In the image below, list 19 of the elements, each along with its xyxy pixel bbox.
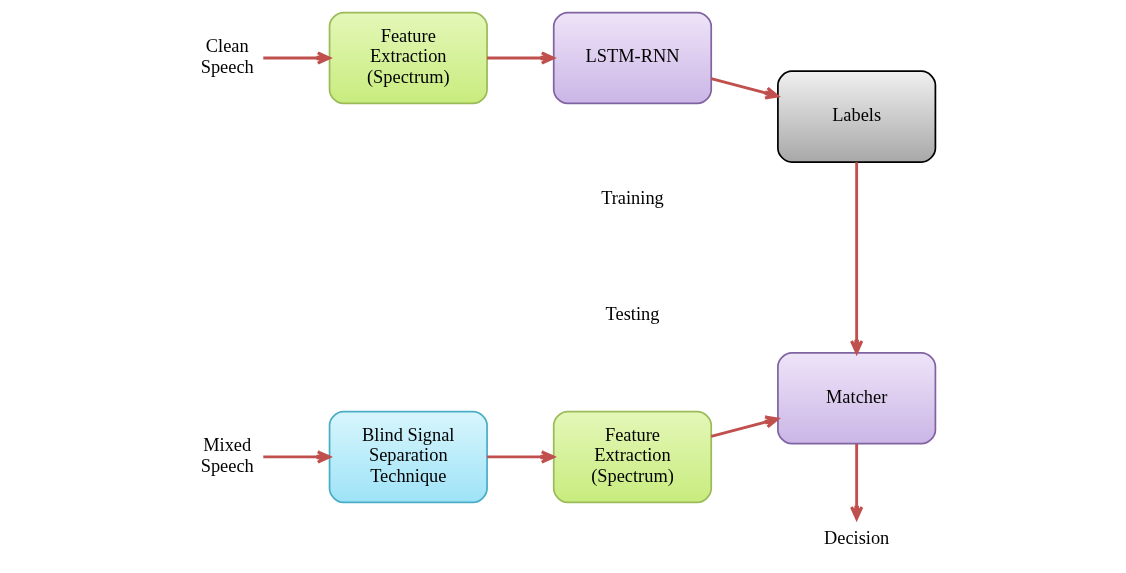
arrow [486,51,555,65]
node-box: Feature Extraction (Spectrum) [328,11,488,105]
node-box: LSTM-RNN [552,11,712,105]
node-text: Mixed Speech [200,434,254,476]
arrow [849,443,863,521]
label: Testing [605,303,659,324]
arrow [262,450,331,464]
arrow [486,450,555,464]
arrow [710,415,779,438]
node-box: Matcher [776,352,936,445]
arrow [710,77,779,100]
arrow [262,51,331,65]
node-box: Labels [776,70,936,163]
node-box: Feature Extraction (Spectrum) [552,410,712,504]
arrow [849,162,863,355]
node-text: Clean Speech [200,36,254,77]
node-text: Decision [823,528,889,549]
node-box: Blind Signal Separation Technique [328,410,488,504]
label: Training [600,187,664,208]
